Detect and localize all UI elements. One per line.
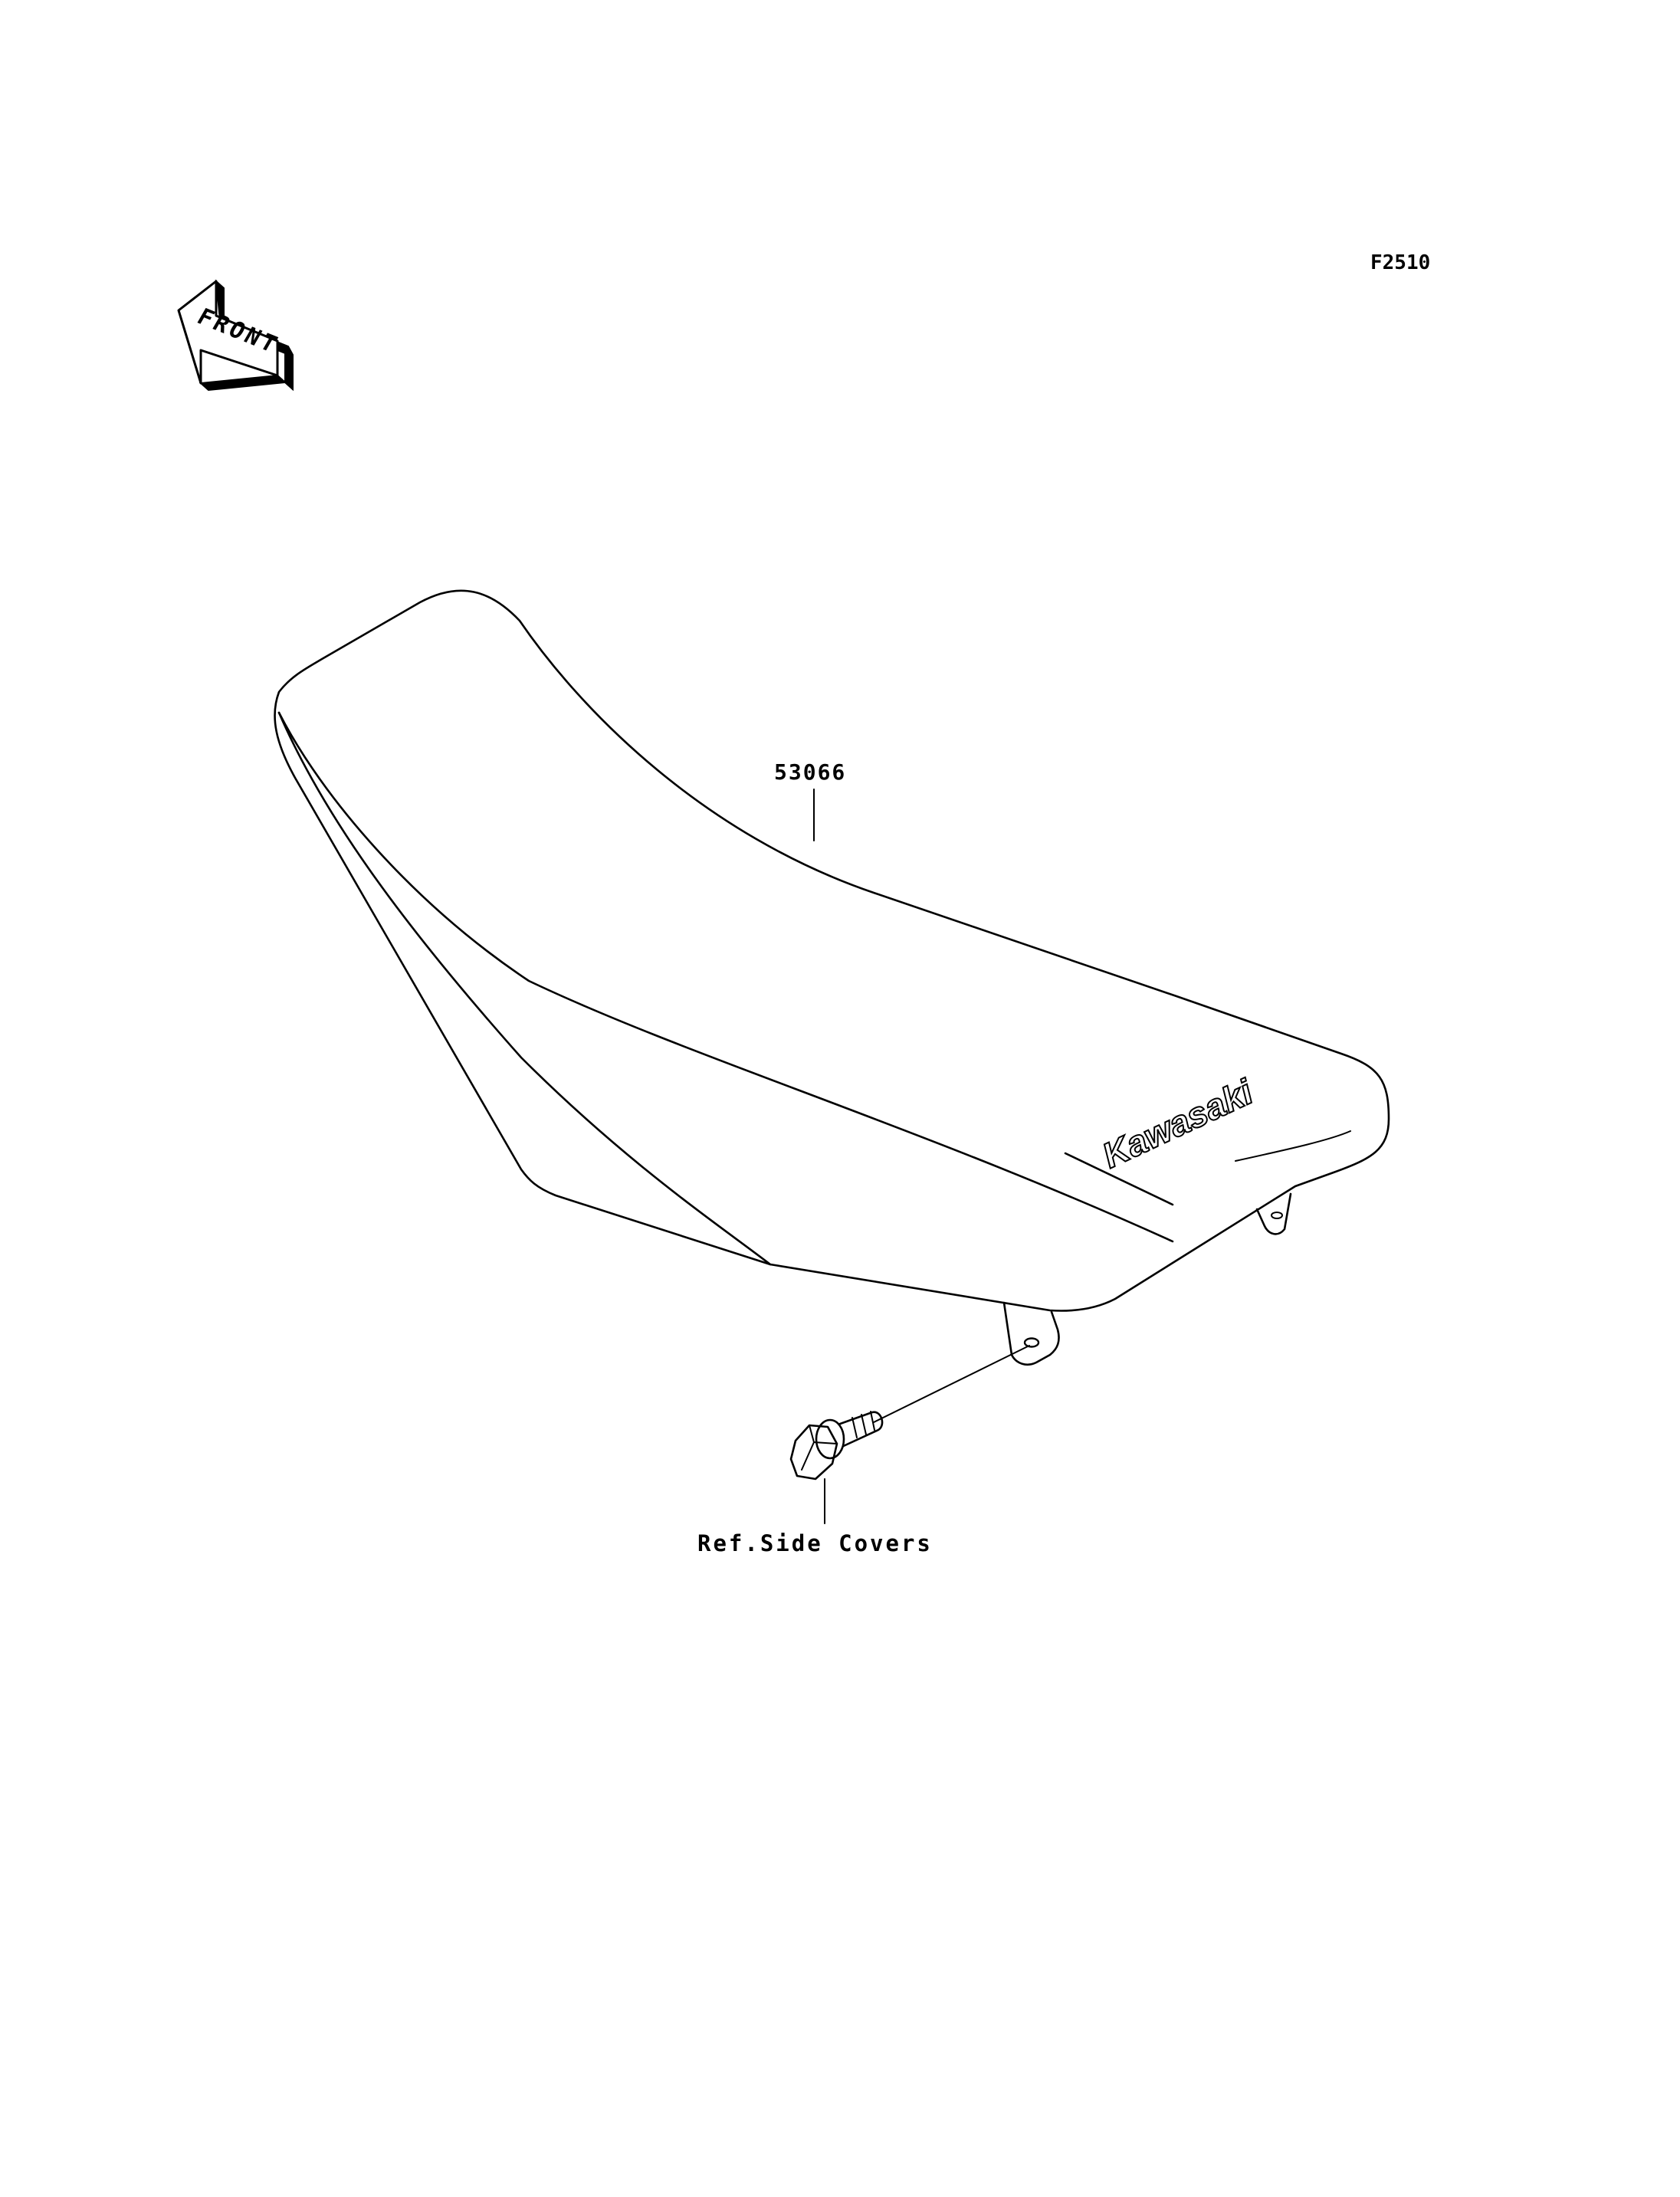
bolt-icon xyxy=(789,1411,884,1481)
figure-code: F2510 xyxy=(1370,251,1430,274)
kawasaki-logo: Kawasaki xyxy=(1096,1071,1259,1176)
reference-label: Ref.Side Covers xyxy=(697,1530,933,1556)
part-number-label: 53066 xyxy=(774,759,846,785)
bolt-leader-line xyxy=(873,1345,1030,1423)
seat-illustration: Kawasaki xyxy=(274,589,1390,1366)
front-arrow-icon: FRONT xyxy=(177,279,294,392)
